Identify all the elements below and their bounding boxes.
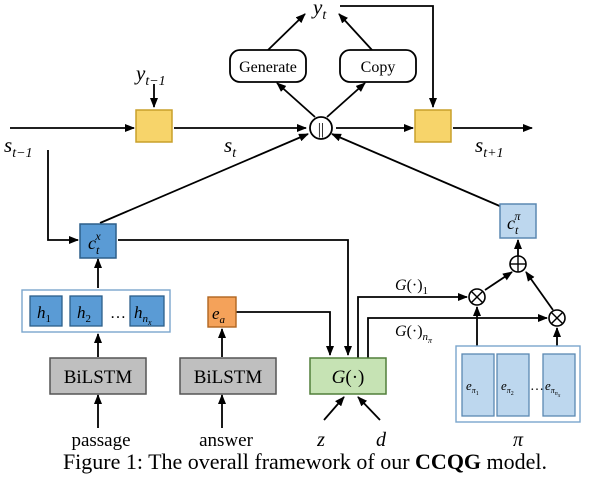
bilstm-passage-box — [49, 357, 147, 395]
arrow-d-to-g — [357, 396, 381, 421]
memory-entry-n — [542, 353, 576, 417]
label-passage: passage — [71, 430, 130, 451]
arrow-g-to-times1 — [357, 293, 468, 360]
label-st: st — [224, 133, 237, 161]
label-ctpi: ctπ — [507, 209, 521, 237]
concat-symbol: || — [318, 121, 324, 138]
arrow-g-to-times2 — [367, 314, 548, 360]
g-function-box — [309, 357, 387, 395]
arrow-concat-to-generate — [276, 82, 316, 118]
memory-entry-1 — [461, 353, 495, 417]
answer-embedding-ea — [207, 296, 237, 328]
context-vector-ctx — [79, 223, 117, 259]
hidden-state-hn — [129, 295, 165, 327]
hidden-state-h1 — [29, 295, 63, 327]
label-ctx: ctx — [88, 229, 101, 257]
caption-suffix: model. — [481, 449, 548, 474]
caption-prefix: Figure 1: The overall framework of our — [62, 449, 416, 474]
arrow-copy-to-yt — [338, 13, 373, 51]
arrow-times1-to-plus — [484, 271, 513, 291]
label-g-out-n: G(·)nπ — [395, 323, 433, 345]
caption-model: CCQG — [415, 449, 482, 474]
arrow-concat-to-copy — [326, 82, 366, 118]
arrow-times2-to-plus — [525, 271, 554, 311]
figure-caption: Figure 1: The overall framework of our C… — [0, 449, 610, 479]
bilstm-answer-label: BiLSTM — [194, 367, 263, 388]
arrow-yt-to-next-update — [340, 5, 437, 108]
arrow-generate-to-yt — [267, 13, 306, 51]
label-st1: st+1 — [475, 133, 504, 161]
connections — [10, 5, 561, 428]
arrow-ctx-to-g — [118, 239, 352, 356]
state-update-box-next — [414, 109, 452, 143]
bilstm-passage-label: BiLSTM — [64, 367, 133, 388]
label-d: d — [376, 429, 387, 451]
arrow-st-1-to-ctx — [47, 150, 79, 244]
concat-node — [309, 116, 333, 140]
label-answer: answer — [199, 430, 253, 451]
arrow-z-to-g — [323, 396, 345, 421]
hidden-state-h2 — [69, 295, 103, 327]
arrow-ctx-to-concat — [99, 133, 309, 224]
copy-label: Copy — [361, 59, 396, 76]
arrow-ea-to-g — [236, 311, 334, 356]
label-pi: π — [513, 429, 524, 451]
generate-label: Generate — [239, 59, 297, 76]
label-yt-1: yt−1 — [134, 61, 166, 89]
label-g-out-1: G(·)1 — [395, 277, 428, 297]
g-function-label: G(·) — [332, 367, 365, 388]
label-st-1: st−1 — [4, 133, 33, 161]
memory-ellipsis: … — [530, 379, 544, 394]
state-update-box-prev — [135, 109, 173, 143]
context-vector-ctpi — [499, 203, 537, 239]
arrow-ctpi-to-concat — [331, 133, 503, 208]
label-yt: yt — [311, 0, 327, 23]
memory-entry-2 — [496, 353, 530, 417]
copy-box — [339, 49, 417, 83]
generate-box — [229, 49, 307, 83]
bilstm-answer-box — [179, 357, 277, 395]
label-z: z — [316, 429, 325, 451]
hidden-ellipsis: … — [110, 305, 126, 322]
